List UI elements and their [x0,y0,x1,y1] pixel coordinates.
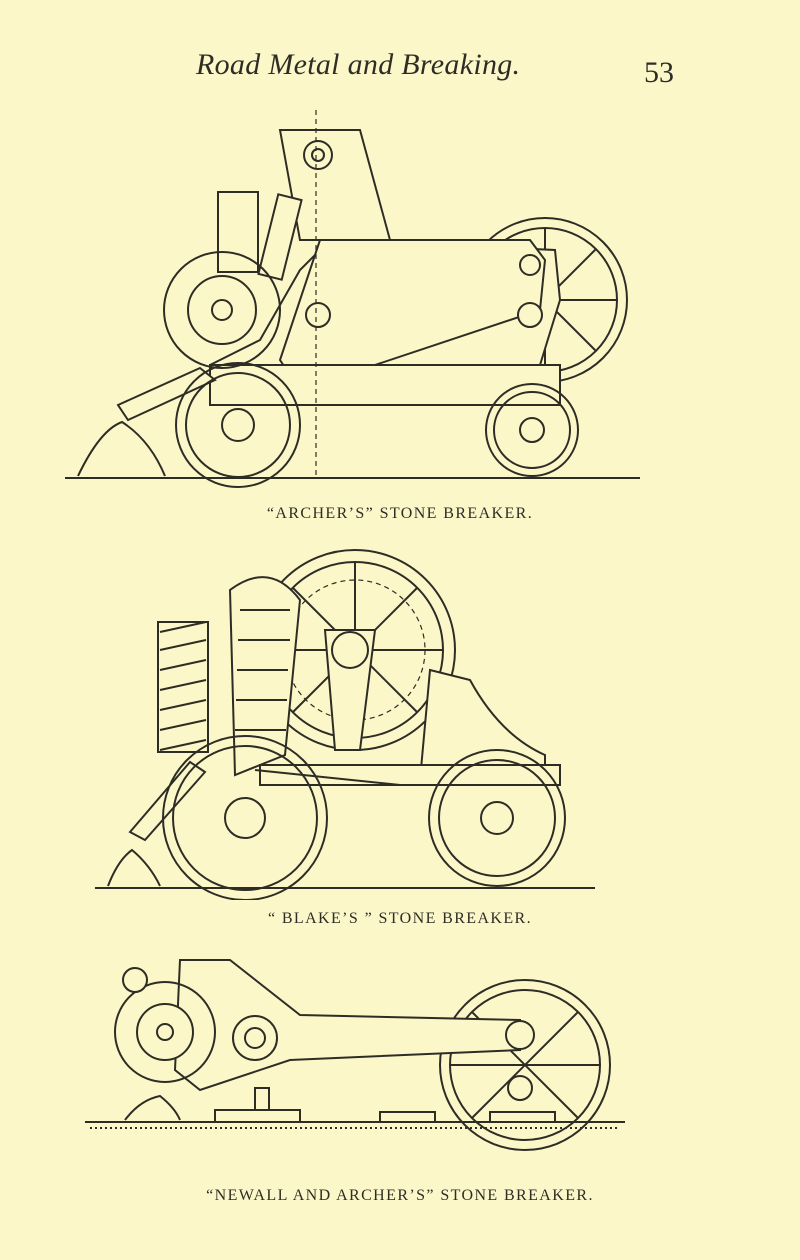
newall-archers-stone-breaker-illustration [85,959,625,1151]
figure-archers-stone-breaker [0,110,800,490]
running-title: Road Metal and Breaking. [196,48,521,81]
figure-caption: “NEWALL AND ARCHER’S” STONE BREAKER. [206,1187,594,1204]
blakes-stone-breaker-illustration [95,549,595,900]
figure-caption: “ARCHER’S” STONE BREAKER. [266,505,534,522]
figure-newall-archers-stone-breaker [0,950,800,1175]
figure-blakes-stone-breaker [0,540,800,900]
page-number: 53 [644,56,674,89]
page-header: Road Metal and Breaking. 53 [0,48,800,92]
figure-caption: “ BLAKE’S ” STONE BREAKER. [267,910,533,927]
archers-stone-breaker-illustration [65,110,640,488]
